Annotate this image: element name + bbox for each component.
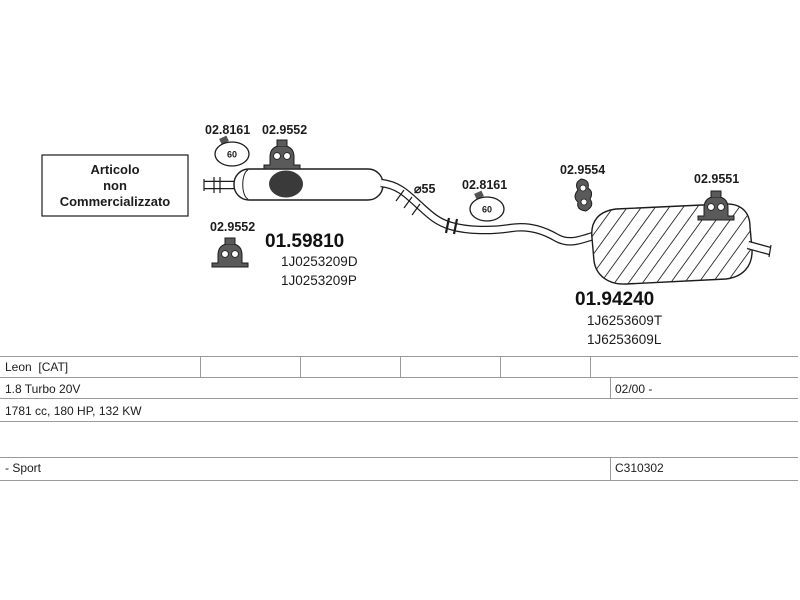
table-hline [0,377,798,378]
clamp-size-label: 60 [482,205,492,215]
notice-line-3: Commercializzato [60,194,171,209]
clamp-icon: 60 [469,190,505,222]
part-number-hanger-mid: 02.9554 [560,163,605,177]
table-vline [400,356,401,377]
table-vline [500,356,501,377]
table-vline [300,356,301,377]
vehicle-model: Leon [CAT] [5,360,69,374]
vehicle-trim: - Sport [5,461,42,475]
vehicle-date-range: 02/00 - [615,382,653,396]
table-hline [0,421,798,422]
table-hline [0,480,798,481]
table-hline [0,457,798,458]
table-hline [0,356,798,357]
part-number-hanger-front-bottom: 02.9552 [210,220,255,234]
table-vline [610,457,611,480]
rear-muffler-drawing [591,203,772,285]
notice-box-border [41,154,189,217]
connecting-pipe-drawing [380,178,595,246]
table-hline [0,398,798,399]
part-number-rear-muffler: 01.94240 [575,289,654,310]
table-vline [610,377,611,398]
part-number-hanger-rear: 02.9551 [694,172,739,186]
vehicle-engine: 1.8 Turbo 20V [5,382,81,396]
clamp-icon: 60 [214,135,250,167]
vehicle-displacement: 1781 cc, 180 HP, 132 KW [5,404,142,418]
part-ref-rear-2: 1J6253609L [587,332,662,347]
notice-line-1: Articolo [90,162,139,177]
part-ref-mid-2: 1J0253209P [281,273,357,288]
pipe-diameter-label: ⌀55 [414,182,435,196]
notice-box: Articolo non Commercializzato [41,154,189,217]
part-ref-mid-1: 1J0253209D [281,254,358,269]
system-code: C310302 [615,461,664,475]
part-ref-rear-1: 1J6253609T [587,313,662,328]
hanger-icon [697,190,735,221]
exhaust-diagram: Articolo non Commercializzato [41,123,772,347]
hanger-icon [263,139,301,170]
notice-line-2: non [103,178,127,193]
part-number-clamp-front: 02.8161 [205,123,250,137]
hanger-icon [211,237,249,268]
hanger-vertical-icon [574,178,593,212]
middle-muffler-drawing [203,168,384,201]
clamp-size-label: 60 [227,150,237,160]
part-number-mid-muffler: 01.59810 [265,231,344,252]
table-vline [590,356,591,377]
table-vline [200,356,201,377]
part-number-hanger-front-top: 02.9552 [262,123,307,137]
part-number-clamp-rear: 02.8161 [462,178,507,192]
